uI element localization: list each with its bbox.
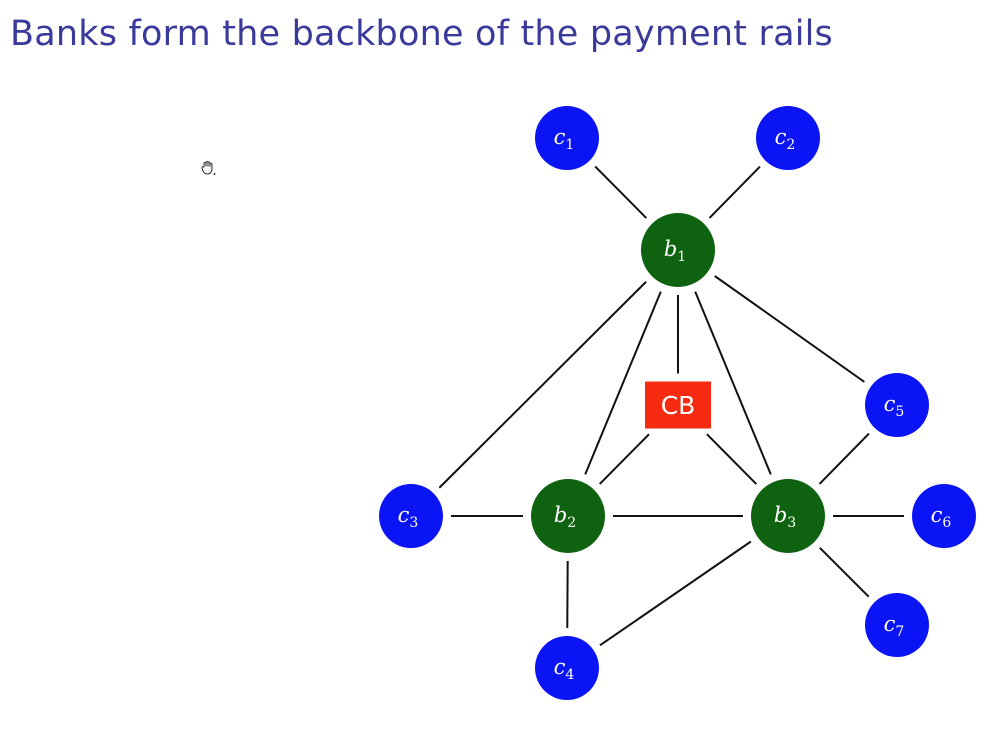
- customer-circle-c7: [865, 593, 929, 657]
- node-b2: b2: [531, 479, 605, 553]
- node-label-base: c: [554, 655, 566, 679]
- node-c6: c6: [912, 484, 976, 548]
- node-label-c3: c3: [398, 503, 419, 531]
- node-label-subscript: 1: [677, 249, 686, 265]
- node-label-base: c: [775, 125, 787, 149]
- edge-b1-b2: [584, 291, 662, 475]
- bank-circle-b3: [751, 479, 825, 553]
- slide-title: Banks form the backbone of the payment r…: [10, 14, 833, 54]
- node-c5: c5: [865, 373, 929, 437]
- node-label-base: c: [884, 392, 896, 416]
- node-label-base: c: [884, 612, 896, 636]
- node-c1: c1: [535, 106, 599, 170]
- node-label-subscript: 7: [895, 624, 904, 640]
- node-b3: b3: [751, 479, 825, 553]
- bank-circle-b1: [641, 213, 715, 287]
- edge-b3-c5: [818, 432, 870, 485]
- customer-circle-c5: [865, 373, 929, 437]
- node-c3: c3: [379, 484, 443, 548]
- customer-circle-c1: [535, 106, 599, 170]
- bank-circle-b2: [531, 479, 605, 553]
- edge-b3-c4: [599, 540, 752, 647]
- node-label-c4: c4: [554, 655, 575, 683]
- node-label-subscript: 3: [787, 515, 796, 531]
- node-c2: c2: [756, 106, 820, 170]
- node-label-base: b: [664, 237, 677, 261]
- node-label-subscript: 4: [565, 667, 574, 683]
- hand-grab-icon: [201, 160, 216, 175]
- node-label-subscript: 2: [786, 137, 795, 153]
- node-b1: b1: [641, 213, 715, 287]
- customer-circle-c2: [756, 106, 820, 170]
- customer-circle-c4: [535, 636, 599, 700]
- node-label-c5: c5: [884, 392, 905, 420]
- node-label-c6: c6: [931, 503, 952, 531]
- edge-b1-c3: [438, 281, 647, 489]
- customer-circle-c3: [379, 484, 443, 548]
- edge-layer: [438, 165, 904, 647]
- node-label-c7: c7: [884, 612, 905, 640]
- node-label-subscript: 5: [895, 404, 904, 420]
- node-label-subscript: 2: [567, 515, 576, 531]
- node-label-subscript: 1: [565, 137, 574, 153]
- node-label-b2: b2: [554, 503, 576, 531]
- node-label-subscript: 3: [409, 515, 418, 531]
- central-bank-label: CB: [661, 391, 696, 420]
- node-label-base: b: [554, 503, 567, 527]
- node-label-c2: c2: [775, 125, 796, 153]
- edge-c2-b1: [708, 165, 761, 219]
- node-label-b1: b1: [664, 237, 686, 265]
- edge-CB-b2: [598, 433, 650, 485]
- customer-circle-c6: [912, 484, 976, 548]
- node-label-base: c: [931, 503, 943, 527]
- node-label-base: c: [554, 125, 566, 149]
- node-label-base: b: [774, 503, 787, 527]
- edge-b3-c7: [819, 547, 870, 598]
- node-label-c1: c1: [554, 125, 575, 153]
- node-label-b3: b3: [774, 503, 796, 531]
- edge-b1-c5: [714, 275, 865, 383]
- node-label-base: c: [398, 503, 410, 527]
- edge-b1-b3: [694, 291, 772, 475]
- central-bank-box: [645, 381, 711, 429]
- node-CB: CB: [645, 381, 711, 429]
- edge-CB-b3: [706, 433, 758, 485]
- node-c7: c7: [865, 593, 929, 657]
- node-label-subscript: 6: [942, 515, 951, 531]
- edge-c1-b1: [594, 165, 648, 219]
- node-c4: c4: [535, 636, 599, 700]
